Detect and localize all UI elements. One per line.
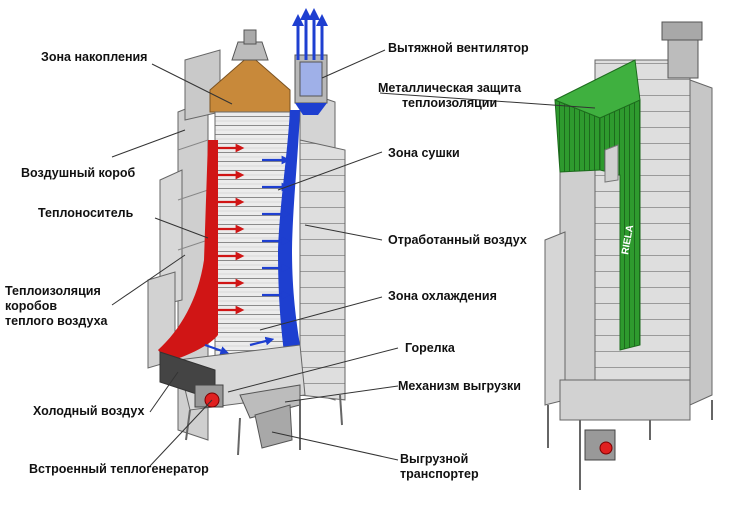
exterior-burner	[599, 441, 613, 455]
top-inlet	[231, 29, 269, 61]
exterior-exhaust-fan	[661, 21, 703, 79]
label-discharge-mechanism: Механизм выгрузки	[398, 379, 521, 393]
cutaway-dryer	[147, 7, 346, 456]
discharge-conveyor	[254, 404, 293, 449]
louver-column	[214, 111, 291, 363]
label-air-duct: Воздушный короб	[21, 166, 136, 180]
label-built-in-heat-generator: Встроенный теплогенератор	[29, 462, 209, 476]
label-exhaust-fan: Вытяжной вентилятор	[388, 41, 529, 55]
label-exhaust-air: Отработанный воздух	[388, 233, 527, 247]
leader-lines	[111, 49, 596, 467]
hot-air-duct	[158, 140, 218, 362]
label-accumulation-zone: Зона накопления	[41, 50, 148, 64]
label-metal-protection: Металлическая защита теплоизоляции	[378, 81, 522, 110]
label-drying-zone: Зона сушки	[388, 146, 460, 160]
label-heat-carrier: Теплоноситель	[38, 206, 134, 220]
label-discharge-conveyor: Выгрузной транспортер	[400, 452, 479, 481]
lower-section	[159, 344, 343, 456]
label-duct-insulation: Теплоизоляция коробов теплого воздуха	[5, 284, 108, 328]
exterior-dryer: RIELA	[544, 21, 713, 490]
label-cooling-zone: Зона охлаждения	[388, 289, 497, 303]
label-burner: Горелка	[405, 341, 455, 355]
brand-logo: RIELA	[620, 224, 636, 255]
grain-hopper	[209, 54, 291, 113]
hot-air-arrows	[215, 143, 245, 315]
metal-protection	[554, 59, 641, 351]
label-cold-air: Холодный воздух	[33, 404, 145, 418]
outer-casing-right	[299, 89, 346, 401]
